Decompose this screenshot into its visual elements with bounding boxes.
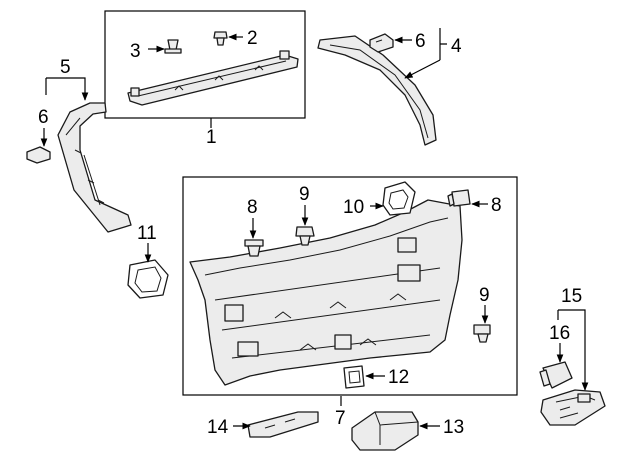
callout-14: 14 — [207, 417, 229, 438]
part-sill-trim — [127, 50, 299, 106]
part-clip-8-right — [447, 189, 471, 207]
callout-9-left: 9 — [299, 184, 310, 205]
part-side-trim-5 — [57, 102, 132, 233]
callout-6-left: 6 — [38, 107, 49, 128]
part-pad-12 — [343, 365, 365, 389]
callout-9-right: 9 — [479, 285, 490, 306]
group-frame-main — [182, 176, 518, 396]
part-bracket-11 — [127, 259, 169, 299]
callout-5: 5 — [60, 57, 71, 78]
part-lamp-15 — [540, 389, 606, 426]
part-pillar-trim-4 — [317, 35, 437, 146]
callout-8-right: 8 — [491, 195, 502, 216]
callout-13: 13 — [443, 417, 464, 438]
group-frame-top — [104, 10, 306, 119]
part-clip-2 — [213, 31, 228, 46]
part-liftgate-panel — [189, 199, 463, 386]
callout-1: 1 — [206, 127, 217, 148]
callout-2: 2 — [247, 28, 258, 49]
leader-4 — [404, 59, 441, 79]
callout-8-left: 8 — [247, 197, 258, 218]
part-bulb-16 — [539, 361, 573, 389]
callout-16: 16 — [549, 323, 570, 344]
leader-5-right — [46, 77, 89, 101]
callout-3: 3 — [130, 41, 141, 62]
callout-4: 4 — [451, 36, 462, 57]
leader-4-bracket — [439, 28, 447, 60]
part-clip-6-left — [26, 146, 51, 164]
callout-11: 11 — [137, 223, 157, 244]
callout-15: 15 — [561, 286, 582, 307]
part-clip-9-right — [473, 324, 491, 343]
callout-12: 12 — [388, 367, 409, 388]
part-clip-3 — [164, 39, 182, 54]
part-handle-13 — [351, 411, 419, 451]
leader-15-right — [558, 309, 589, 391]
part-clip-8-left — [244, 239, 264, 257]
callout-10: 10 — [343, 197, 364, 218]
callout-7: 7 — [335, 408, 346, 429]
part-grommet-10 — [382, 181, 416, 216]
callout-6-top: 6 — [415, 31, 426, 52]
part-clip-9-left — [295, 226, 315, 246]
part-retainer-14 — [247, 411, 319, 438]
part-clip-6-top — [369, 33, 394, 53]
